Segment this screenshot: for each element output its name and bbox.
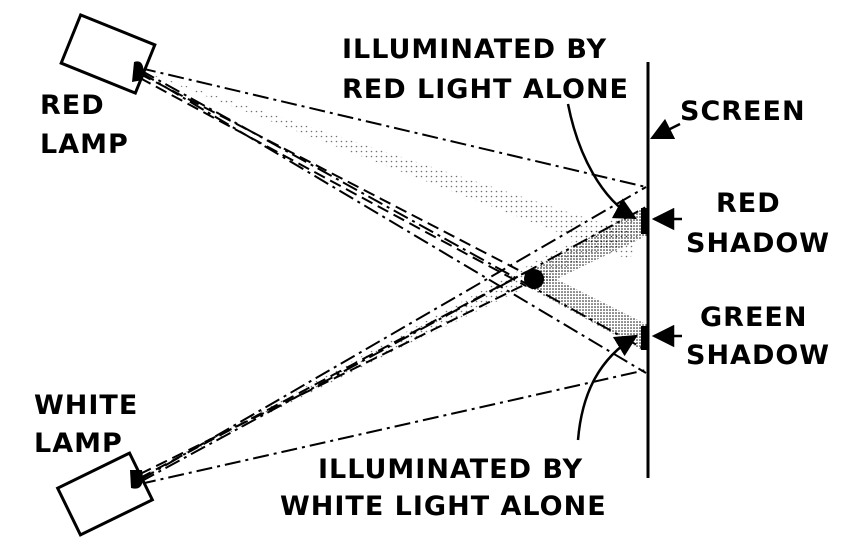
red-shadow-mark bbox=[641, 208, 649, 234]
white-light-cone bbox=[138, 210, 638, 478]
pointer-arrows bbox=[566, 103, 682, 441]
green-shadow-label-line2: SHADOW bbox=[686, 340, 830, 371]
ball-obstacle bbox=[524, 269, 544, 289]
illuminated-red-label-line2: RED LIGHT ALONE bbox=[342, 74, 629, 105]
red-lamp-rays bbox=[139, 67, 647, 374]
red-shadow-band bbox=[528, 208, 650, 288]
white-lamp-label-line1: WHITE bbox=[34, 390, 138, 421]
red-lamp bbox=[59, 12, 157, 96]
white-lamp-label-line2: LAMP bbox=[34, 428, 123, 459]
illuminated-white-label-line1: ILLUMINATED BY bbox=[318, 454, 583, 485]
red-shadow-label-line1: RED bbox=[716, 188, 781, 219]
illuminated-red-label-line1: ILLUMINATED BY bbox=[342, 34, 607, 65]
red-lamp-label-line2: LAMP bbox=[40, 129, 129, 160]
red-light-cone bbox=[138, 70, 638, 260]
red-shadow-label-line2: SHADOW bbox=[686, 228, 830, 259]
illuminated-white-label-line2: WHITE LIGHT ALONE bbox=[280, 491, 607, 522]
white-lamp bbox=[55, 451, 155, 537]
green-shadow-band bbox=[528, 270, 650, 350]
green-shadow-mark bbox=[641, 326, 649, 350]
screen-label: SCREEN bbox=[680, 96, 806, 127]
green-shadow-label-line1: GREEN bbox=[700, 302, 807, 333]
red-lamp-label-line1: RED bbox=[40, 90, 105, 121]
white-lamp-rays bbox=[139, 186, 647, 485]
